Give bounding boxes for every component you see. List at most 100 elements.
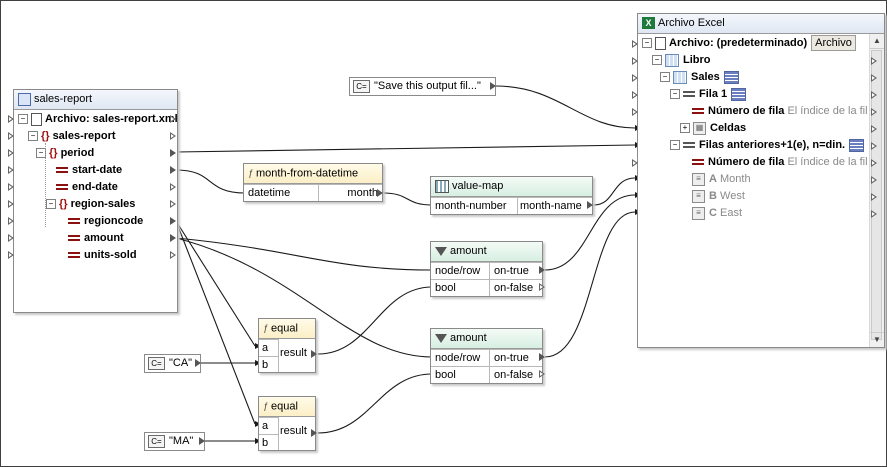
on-false-output-port[interactable] bbox=[539, 370, 545, 378]
result-output-port[interactable] bbox=[311, 350, 317, 358]
sales-report-title[interactable]: sales-report bbox=[14, 90, 177, 110]
result-output[interactable]: result bbox=[280, 425, 307, 437]
tree-item-celdas[interactable]: +▦Celdas bbox=[680, 120, 746, 137]
output-port[interactable] bbox=[170, 200, 176, 208]
result-output-port[interactable] bbox=[311, 429, 317, 437]
excel-file-row[interactable]: −Archivo: (predeterminado)Archivo bbox=[642, 35, 856, 52]
collapse-icon[interactable]: − bbox=[670, 140, 680, 151]
output-port[interactable] bbox=[170, 115, 176, 123]
collapse-icon[interactable]: − bbox=[660, 72, 670, 83]
tree-item-start-date[interactable]: start-date bbox=[56, 162, 122, 179]
input-port[interactable] bbox=[632, 74, 638, 82]
tree-item-sales-report[interactable]: −{}sales-report bbox=[28, 128, 116, 145]
collapse-icon[interactable]: − bbox=[28, 131, 38, 142]
save-output-constant[interactable]: C="Save this output fil..." bbox=[349, 77, 496, 96]
collapse-icon[interactable]: − bbox=[652, 55, 662, 66]
input-port[interactable] bbox=[8, 115, 14, 123]
output-port[interactable] bbox=[871, 159, 877, 167]
output-port[interactable] bbox=[871, 142, 877, 150]
tree-item-units-sold[interactable]: units-sold bbox=[68, 247, 137, 264]
tree-item-region-sales[interactable]: −{}region-sales bbox=[46, 196, 135, 213]
on-false-output[interactable]: on-false bbox=[489, 279, 542, 296]
node-row-input[interactable]: node/row bbox=[431, 349, 493, 366]
on-true-output-port[interactable] bbox=[539, 353, 545, 361]
input-port[interactable] bbox=[632, 159, 638, 167]
output-port[interactable] bbox=[871, 74, 877, 82]
month-name-output-port[interactable] bbox=[587, 201, 593, 209]
tree-item-sales[interactable]: −Sales bbox=[660, 69, 739, 86]
on-true-output[interactable]: on-true bbox=[489, 262, 542, 279]
collapse-icon[interactable]: − bbox=[670, 89, 680, 100]
options-icon[interactable] bbox=[723, 70, 739, 84]
scroll-down-icon[interactable]: ▼ bbox=[870, 332, 884, 347]
collapse-icon[interactable]: − bbox=[18, 114, 28, 125]
tree-item-end-date[interactable]: end-date bbox=[56, 179, 118, 196]
tree-item-fila1[interactable]: −Fila 1 bbox=[670, 86, 747, 103]
output-port[interactable] bbox=[170, 251, 176, 259]
input-port[interactable] bbox=[8, 149, 14, 157]
month-output-port[interactable] bbox=[377, 189, 383, 197]
result-output[interactable]: result bbox=[280, 347, 307, 359]
amount-filter-1-title[interactable]: amount bbox=[431, 242, 542, 262]
input-port[interactable] bbox=[8, 166, 14, 174]
ca-constant[interactable]: C="CA" bbox=[144, 354, 201, 373]
sales-file-row[interactable]: −Archivo: sales-report.xml bbox=[18, 111, 178, 128]
bool-input[interactable]: bool bbox=[431, 366, 493, 383]
output-port-connected[interactable] bbox=[170, 217, 176, 225]
tree-item-column-b[interactable]: ≡B West bbox=[692, 188, 745, 205]
tree-item-column-c[interactable]: ≡C East bbox=[692, 205, 742, 222]
input-port[interactable] bbox=[632, 57, 638, 65]
a-input[interactable]: a bbox=[259, 339, 278, 356]
output-port[interactable] bbox=[871, 210, 877, 218]
ma-constant[interactable]: C="MA" bbox=[144, 432, 205, 451]
output-port[interactable] bbox=[871, 91, 877, 99]
input-port[interactable] bbox=[8, 251, 14, 259]
tree-item-filas-anteriores[interactable]: −Filas anteriores+1(e), n=din. bbox=[670, 137, 865, 154]
on-true-output[interactable]: on-true bbox=[489, 349, 542, 366]
sales-report-component[interactable]: sales-report −Archivo: sales-report.xml … bbox=[13, 89, 178, 313]
tree-item-regioncode[interactable]: regioncode bbox=[68, 213, 143, 230]
b-input[interactable]: b bbox=[259, 356, 278, 373]
amount-filter-1[interactable]: amount node/row on-true bool on-false bbox=[430, 241, 543, 297]
month-number-input[interactable]: month-number bbox=[431, 197, 521, 214]
value-map-title[interactable]: value-map bbox=[431, 177, 592, 197]
output-port[interactable] bbox=[871, 193, 877, 201]
input-port[interactable] bbox=[8, 217, 14, 225]
output-port[interactable] bbox=[871, 176, 877, 184]
value-map-function[interactable]: value-map month-number month-name bbox=[430, 176, 593, 215]
input-port[interactable] bbox=[8, 132, 14, 140]
a-input[interactable]: a bbox=[259, 417, 278, 434]
output-port[interactable] bbox=[871, 125, 877, 133]
input-port[interactable] bbox=[8, 234, 14, 242]
input-port[interactable] bbox=[632, 108, 638, 116]
output-port[interactable] bbox=[170, 132, 176, 140]
save-constant-output-port[interactable] bbox=[490, 82, 496, 90]
output-port[interactable] bbox=[871, 108, 877, 116]
collapse-icon[interactable]: − bbox=[46, 199, 56, 210]
ma-output-port[interactable] bbox=[199, 437, 205, 445]
collapse-icon[interactable]: − bbox=[642, 38, 652, 49]
on-true-output-port[interactable] bbox=[539, 266, 545, 274]
node-row-input[interactable]: node/row bbox=[431, 262, 493, 279]
input-port[interactable] bbox=[8, 183, 14, 191]
scroll-up-icon[interactable]: ▲ bbox=[870, 34, 884, 49]
on-false-output-port[interactable] bbox=[539, 283, 545, 291]
expand-icon[interactable]: + bbox=[680, 123, 690, 134]
amount-filter-2-title[interactable]: amount bbox=[431, 329, 542, 349]
options-icon[interactable] bbox=[849, 138, 865, 152]
archivo-button[interactable]: Archivo bbox=[811, 35, 856, 51]
output-port-connected[interactable] bbox=[170, 149, 176, 157]
tree-item-numero-fila-2[interactable]: Número de fila El índice de la fil bbox=[692, 154, 868, 171]
output-port-connected[interactable] bbox=[170, 166, 176, 174]
input-port[interactable] bbox=[8, 200, 14, 208]
ca-output-port[interactable] bbox=[195, 359, 201, 367]
tree-item-numero-fila-1[interactable]: Número de fila El índice de la fil bbox=[692, 103, 868, 120]
datetime-input[interactable]: datetime bbox=[244, 184, 322, 201]
tree-item-column-a[interactable]: ≡A Month bbox=[692, 171, 751, 188]
b-input[interactable]: b bbox=[259, 434, 278, 451]
